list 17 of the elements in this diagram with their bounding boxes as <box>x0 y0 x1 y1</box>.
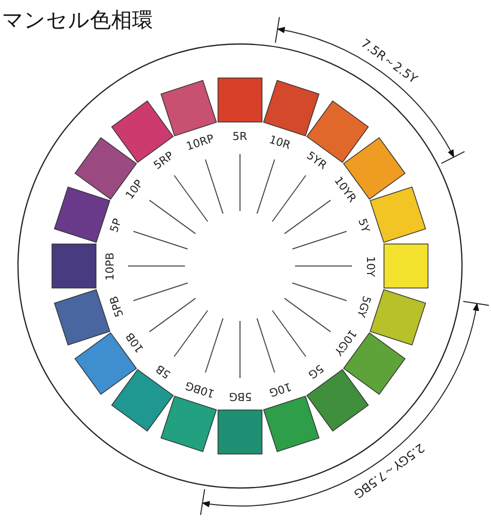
hue-label: 10PB <box>104 252 117 280</box>
hue-label: 5B <box>154 362 174 381</box>
hue-label: 5BG <box>228 390 252 402</box>
hue-label: 10Y <box>363 256 376 276</box>
hue-label: 10BG <box>184 378 216 400</box>
hue-label: 10RP <box>184 132 216 153</box>
hue-label: 5YR <box>304 149 330 172</box>
title: マンセル色相環 <box>2 7 153 34</box>
hue-label: 5RP <box>151 149 176 172</box>
hue-label: 5R <box>232 130 248 142</box>
hue-label: 5PB <box>107 294 126 318</box>
hue-label: 5Y <box>355 217 372 234</box>
hue-label: 10R <box>268 132 292 152</box>
hue-label: 10G <box>267 380 293 400</box>
hue-label: 5GY <box>354 294 373 318</box>
hue-label: 5G <box>306 361 326 381</box>
hue-label: 5P <box>108 217 124 234</box>
